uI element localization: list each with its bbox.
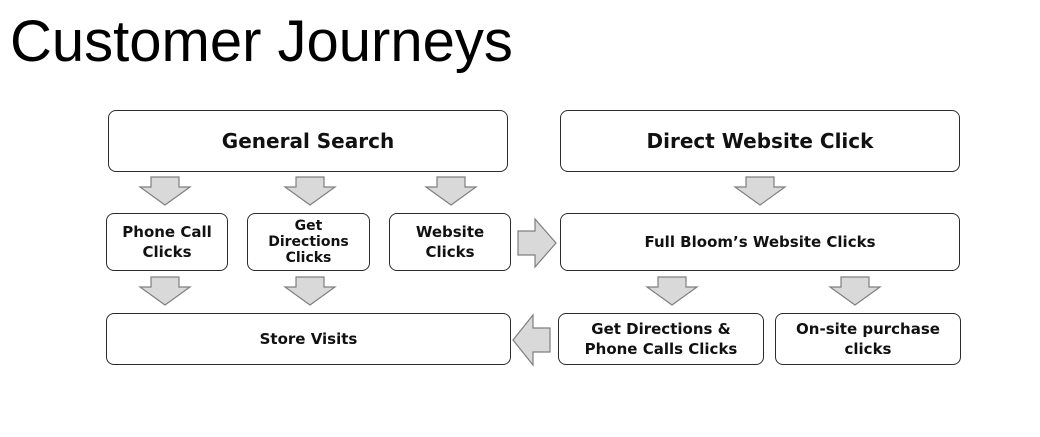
- page-title: Customer Journeys: [10, 9, 513, 74]
- left-arrow-icon: [512, 313, 551, 367]
- phone-call-clicks-box: Phone Call Clicks: [106, 213, 228, 271]
- down-arrow-icon: [424, 176, 478, 206]
- store-visits-box: Store Visits: [106, 313, 511, 365]
- phone-call-clicks-label: Phone Call Clicks: [122, 223, 212, 261]
- down-arrow-icon: [733, 176, 787, 206]
- full-bloom-website-clicks-label: Full Bloom’s Website Clicks: [644, 233, 876, 251]
- get-directions-phone-calls-clicks-box: Get Directions & Phone Calls Clicks: [558, 313, 764, 365]
- down-arrow-icon: [645, 276, 699, 306]
- general-search-label: General Search: [221, 129, 395, 153]
- down-arrow-icon: [138, 176, 192, 206]
- onsite-purchase-clicks-label: On-site purchase clicks: [796, 320, 940, 358]
- website-clicks-label: Website Clicks: [415, 223, 485, 261]
- down-arrow-icon: [283, 176, 337, 206]
- right-arrow-icon: [517, 217, 557, 269]
- direct-website-click-label: Direct Website Click: [646, 129, 874, 153]
- down-arrow-icon: [828, 276, 882, 306]
- general-search-box: General Search: [108, 110, 508, 172]
- down-arrow-icon: [138, 276, 192, 306]
- get-directions-phone-calls-clicks-label: Get Directions & Phone Calls Clicks: [584, 320, 738, 358]
- store-visits-label: Store Visits: [259, 330, 358, 348]
- onsite-purchase-clicks-box: On-site purchase clicks: [775, 313, 961, 365]
- get-directions-clicks-label: Get Directions Clicks: [268, 218, 349, 266]
- get-directions-clicks-box: Get Directions Clicks: [247, 213, 370, 271]
- full-bloom-website-clicks-box: Full Bloom’s Website Clicks: [560, 213, 960, 271]
- website-clicks-box: Website Clicks: [389, 213, 511, 271]
- direct-website-click-box: Direct Website Click: [560, 110, 960, 172]
- down-arrow-icon: [283, 276, 337, 306]
